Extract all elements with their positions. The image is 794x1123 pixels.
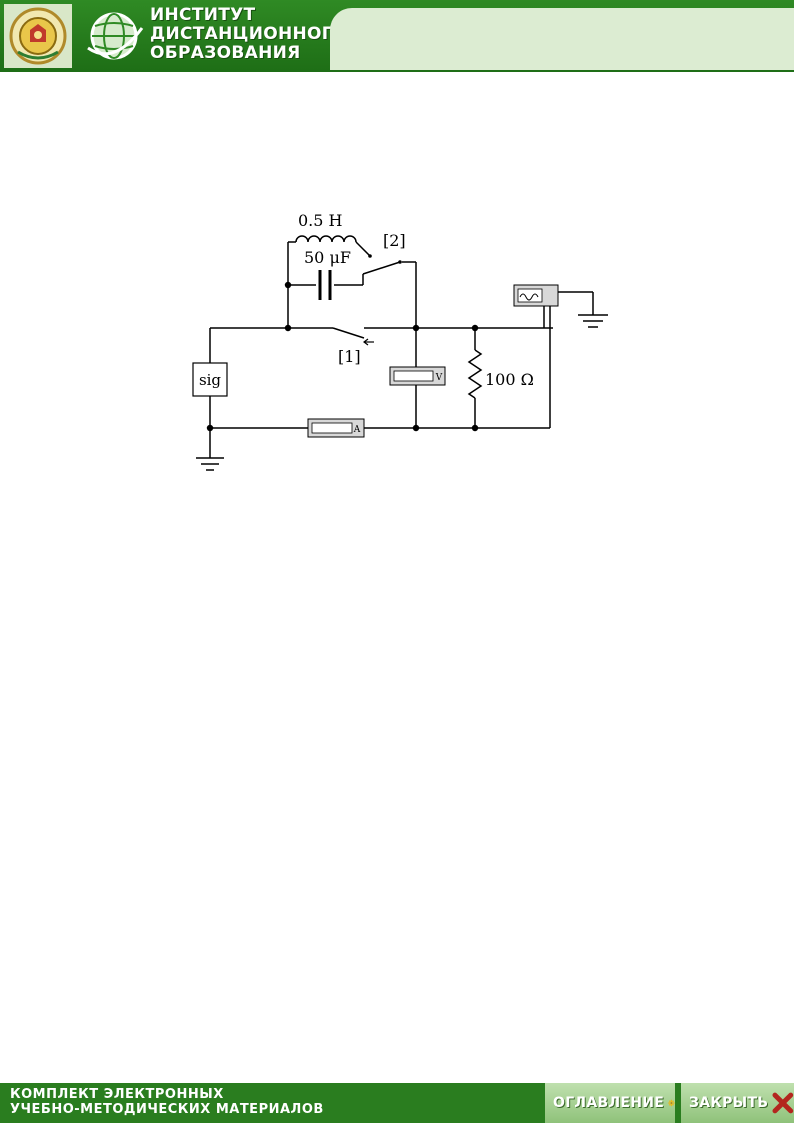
title-line: ОБРАЗОВАНИЯ (150, 43, 301, 63)
close-button-label: ЗАКРЫТЬ (689, 1095, 769, 1111)
title-line: ИНСТИТУТ (150, 5, 256, 25)
footer-line: КОМПЛЕКТ ЭЛЕКТРОННЫХ (10, 1087, 224, 1102)
title-line: ДИСТАНЦИОННОГО (150, 24, 348, 44)
toc-button[interactable]: ОГЛАВЛЕНИЕ (545, 1083, 675, 1123)
footer-caption: КОМПЛЕКТ ЭЛЕКТРОННЫХ УЧЕБНО-МЕТОДИЧЕСКИХ… (10, 1087, 324, 1117)
footer-bar: КОМПЛЕКТ ЭЛЕКТРОННЫХ УЧЕБНО-МЕТОДИЧЕСКИХ… (0, 1083, 794, 1123)
inductor-label: 0.5 H (298, 211, 343, 230)
close-x-icon (772, 1092, 794, 1114)
institute-logo: ИНСТИТУТ ДИСТАНЦИОННОГО ОБРАЗОВАНИЯ (80, 0, 347, 72)
capacitor-label: 50 μF (304, 248, 351, 267)
footer-line: УЧЕБНО-МЕТОДИЧЕСКИХ МАТЕРИАЛОВ (10, 1102, 324, 1117)
flower-icon (668, 1099, 675, 1107)
university-emblem-icon (4, 4, 72, 68)
oscilloscope-icon (513, 284, 559, 307)
switch1-label: [1] (338, 347, 361, 366)
switch2-label: [2] (383, 231, 406, 250)
close-button[interactable]: ЗАКРЫТЬ (681, 1083, 794, 1123)
toc-button-label: ОГЛАВЛЕНИЕ (553, 1095, 665, 1111)
ammeter-label: A (353, 425, 361, 435)
ammeter: A (307, 418, 365, 438)
source-label: sig (199, 371, 221, 389)
institute-title: ИНСТИТУТ ДИСТАНЦИОННОГО ОБРАЗОВАНИЯ (150, 6, 348, 63)
header-panel (330, 8, 794, 70)
resistor-label: 100 Ω (485, 370, 534, 389)
header-bar: ИНСТИТУТ ДИСТАНЦИОННОГО ОБРАЗОВАНИЯ (0, 0, 794, 72)
circuit-diagram: sig V A 0.5 H 50 μF [2] [1] 100 Ω (192, 211, 608, 471)
voltmeter-label: V (435, 373, 443, 383)
signal-source (192, 362, 228, 397)
globe-logo-icon (87, 12, 144, 60)
voltmeter: V (389, 366, 446, 386)
